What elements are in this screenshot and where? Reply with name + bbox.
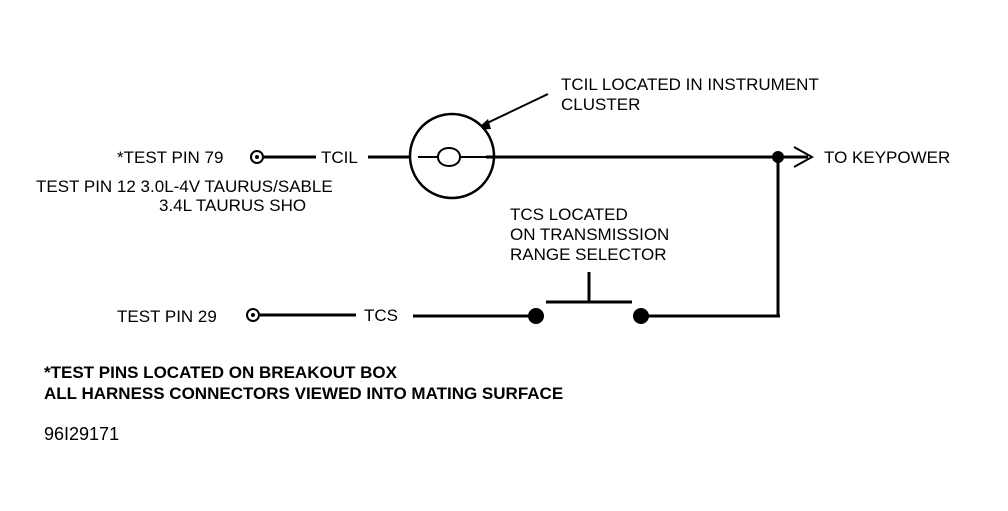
tcs-location-label-line3: RANGE SELECTOR	[510, 245, 667, 264]
tcil-location-label-line2: CLUSTER	[561, 95, 640, 114]
tcil-location-label-line1: TCIL LOCATED IN INSTRUMENT	[561, 75, 819, 94]
tcil-callout-leader	[482, 93, 549, 126]
tcil-wire-label: TCIL	[321, 148, 358, 167]
figure-code: 96I29171	[44, 424, 119, 444]
tcs-location-label-line2: ON TRANSMISSION	[510, 225, 669, 244]
test-pin-29-terminal-dot	[251, 313, 255, 317]
to-keypower-label: TO KEYPOWER	[824, 148, 950, 167]
breakout-box-note: *TEST PINS LOCATED ON BREAKOUT BOX	[44, 363, 398, 382]
test-pin-79-terminal-dot	[255, 155, 259, 159]
tcs-switch-contact-left	[528, 308, 544, 324]
test-pin-12-label-line2: 3.4L TAURUS SHO	[159, 196, 306, 215]
test-pin-12-label-line1: TEST PIN 12 3.0L-4V TAURUS/SABLE	[36, 177, 333, 196]
tcil-lamp-filament	[418, 147, 486, 167]
tcs-location-label-line1: TCS LOCATED	[510, 205, 628, 224]
test-pin-29-label: TEST PIN 29	[117, 307, 217, 326]
harness-connectors-note: ALL HARNESS CONNECTORS VIEWED INTO MATIN…	[44, 384, 563, 403]
keypower-arrow-icon	[793, 146, 815, 168]
test-pin-79-label: *TEST PIN 79	[117, 148, 223, 167]
tcs-wire-label: TCS	[364, 306, 398, 325]
